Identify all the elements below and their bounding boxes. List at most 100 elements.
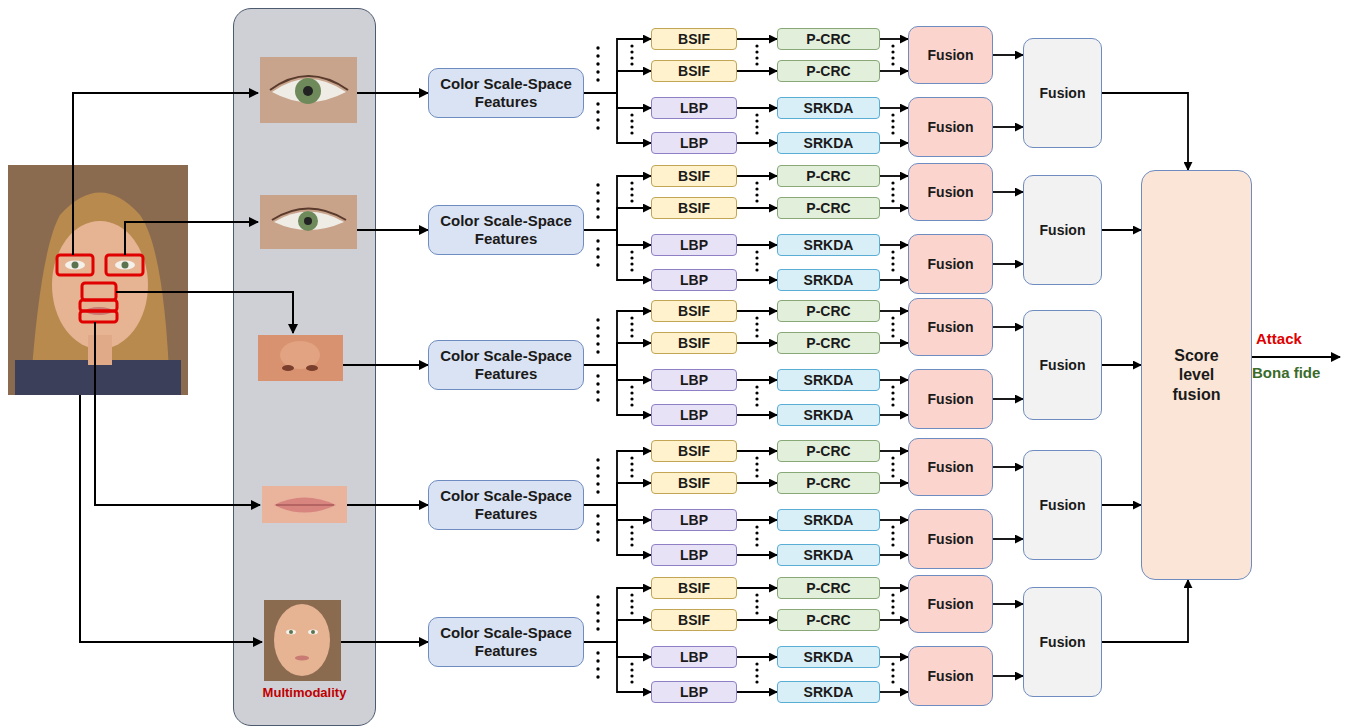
connector bbox=[880, 656, 908, 658]
classifier-box: P-CRC bbox=[777, 60, 880, 82]
feature-box: Color Scale-Space Features bbox=[428, 617, 584, 667]
connector bbox=[880, 619, 908, 621]
node-label: BSIF bbox=[678, 63, 710, 80]
connector bbox=[993, 603, 1023, 605]
node-label: SRKDA bbox=[804, 547, 854, 564]
descriptor-box: LBP bbox=[651, 681, 737, 703]
descriptor-box: BSIF bbox=[651, 440, 737, 462]
connector bbox=[993, 538, 1023, 540]
connector bbox=[880, 142, 908, 144]
connector bbox=[737, 414, 777, 416]
node-label: SRKDA bbox=[804, 684, 854, 701]
node-label: Fusion bbox=[928, 596, 974, 613]
node-label: LBP bbox=[680, 372, 708, 389]
classifier-box: P-CRC bbox=[777, 332, 880, 354]
classifier-box: SRKDA bbox=[777, 646, 880, 668]
descriptor-box: BSIF bbox=[651, 28, 737, 50]
classifier-box: P-CRC bbox=[777, 577, 880, 599]
connector bbox=[880, 691, 908, 693]
node-label: Fusion bbox=[928, 256, 974, 273]
connector bbox=[737, 554, 777, 556]
descriptor-box: BSIF bbox=[651, 165, 737, 187]
connector bbox=[737, 342, 777, 344]
node-label: LBP bbox=[680, 407, 708, 424]
feature-box: Color Scale-Space Features bbox=[428, 205, 584, 255]
node-label: Fusion bbox=[1040, 222, 1086, 239]
descriptor-box: LBP bbox=[651, 369, 737, 391]
connector bbox=[737, 142, 777, 144]
connector bbox=[1102, 504, 1141, 506]
connector bbox=[584, 230, 651, 280]
node-label: SRKDA bbox=[804, 272, 854, 289]
node-label: LBP bbox=[680, 100, 708, 117]
node-label: LBP bbox=[680, 135, 708, 152]
classifier-box: SRKDA bbox=[777, 509, 880, 531]
connector bbox=[880, 587, 908, 589]
connector bbox=[584, 208, 651, 230]
fusion-box: Fusion bbox=[1023, 38, 1102, 148]
connector bbox=[880, 554, 908, 556]
descriptor-box: LBP bbox=[651, 404, 737, 426]
connector bbox=[737, 587, 777, 589]
connector bbox=[737, 38, 777, 40]
connector bbox=[584, 71, 651, 93]
connector bbox=[880, 107, 908, 109]
node-label: P-CRC bbox=[806, 335, 850, 352]
connector bbox=[584, 505, 651, 555]
connector bbox=[737, 619, 777, 621]
connector bbox=[993, 466, 1023, 468]
node-label: Fusion bbox=[928, 459, 974, 476]
connector bbox=[737, 379, 777, 381]
connector bbox=[584, 93, 651, 143]
classifier-box: SRKDA bbox=[777, 681, 880, 703]
fusion-box: Fusion bbox=[908, 646, 993, 706]
node-label: P-CRC bbox=[806, 612, 850, 629]
classifier-box: SRKDA bbox=[777, 97, 880, 119]
connector bbox=[737, 450, 777, 452]
fusion-box: Fusion bbox=[908, 97, 993, 157]
connector bbox=[584, 620, 651, 642]
node-label: Fusion bbox=[928, 319, 974, 336]
connector bbox=[880, 70, 908, 72]
node-label: Color Scale-Space Features bbox=[435, 212, 577, 248]
node-label: P-CRC bbox=[806, 168, 850, 185]
node-label: P-CRC bbox=[806, 475, 850, 492]
node-label: Score level fusion bbox=[1160, 346, 1233, 404]
feature-box: Color Scale-Space Features bbox=[428, 480, 584, 530]
classifier-box: SRKDA bbox=[777, 369, 880, 391]
node-label: Color Scale-Space Features bbox=[435, 75, 577, 111]
descriptor-box: LBP bbox=[651, 509, 737, 531]
connector bbox=[737, 519, 777, 521]
connector bbox=[1102, 580, 1188, 642]
descriptor-box: BSIF bbox=[651, 197, 737, 219]
classifier-box: P-CRC bbox=[777, 609, 880, 631]
node-label: SRKDA bbox=[804, 100, 854, 117]
connector bbox=[584, 451, 651, 505]
node-label: LBP bbox=[680, 237, 708, 254]
node-label: SRKDA bbox=[804, 372, 854, 389]
connector bbox=[737, 656, 777, 658]
connector bbox=[737, 175, 777, 177]
node-label: BSIF bbox=[678, 580, 710, 597]
classifier-box: P-CRC bbox=[777, 472, 880, 494]
node-label: SRKDA bbox=[804, 135, 854, 152]
score-fusion-box: Score level fusion bbox=[1141, 170, 1252, 580]
connector bbox=[737, 482, 777, 484]
descriptor-box: BSIF bbox=[651, 609, 737, 631]
descriptor-box: BSIF bbox=[651, 332, 737, 354]
node-label: BSIF bbox=[678, 612, 710, 629]
node-label: Fusion bbox=[1040, 357, 1086, 374]
fusion-box: Fusion bbox=[908, 575, 993, 633]
connector bbox=[1102, 229, 1141, 231]
connector bbox=[737, 691, 777, 693]
node-label: BSIF bbox=[678, 200, 710, 217]
connector bbox=[1102, 364, 1141, 366]
node-label: Multimodality bbox=[263, 685, 347, 701]
classifier-box: P-CRC bbox=[777, 165, 880, 187]
connector bbox=[993, 126, 1023, 128]
node-label: BSIF bbox=[678, 31, 710, 48]
node-label: Fusion bbox=[928, 668, 974, 685]
connector bbox=[993, 326, 1023, 328]
connector bbox=[880, 175, 908, 177]
